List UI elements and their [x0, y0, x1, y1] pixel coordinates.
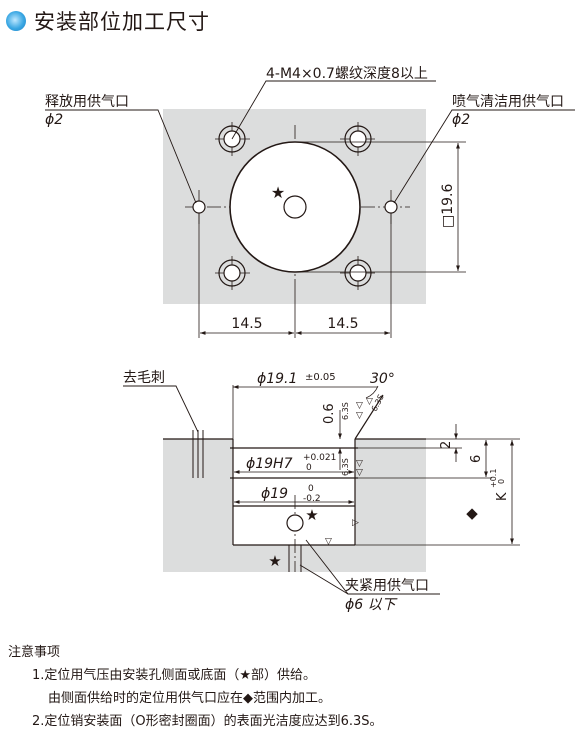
- notes-block: 注意事项 1.定位用气压由安装孔侧面或底面（★部）供给。 由侧面供给时的定位用供…: [8, 641, 383, 733]
- release-port-label: 释放用供气口: [45, 94, 129, 110]
- finish-a-symbol: ▽: [356, 411, 363, 421]
- star-mark: ★: [271, 183, 285, 202]
- dim-6: 6: [469, 455, 484, 463]
- note-item-2: 2.定位销安装面（O形密封圈面）的表面光洁度应达到6.3S。: [32, 714, 383, 729]
- bore-outline: [163, 394, 426, 546]
- release-port-leader: [45, 109, 197, 204]
- angle-arc: [365, 385, 379, 399]
- section-star-bottom: ★: [268, 552, 281, 570]
- bore-tol: ±0.05: [305, 372, 336, 383]
- note-item-1: 1.定位用气压由安装孔侧面或底面（★部）供给。: [32, 668, 317, 683]
- thread-hole: [218, 259, 246, 287]
- release-port-dia: ϕ2: [45, 112, 63, 128]
- finish-c: 6.3S: [341, 458, 350, 476]
- chamfer-angle: 30°: [370, 371, 395, 387]
- fit-tol-lower: 0: [306, 463, 312, 473]
- deburr-leader: [123, 385, 199, 433]
- drawing-canvas: ★ 4-M4×0.7螺纹深度8以上 释放用供气口 ϕ2 喷气清洁用供气口 ϕ2 …: [45, 66, 575, 613]
- thread-leader: [231, 80, 436, 140]
- page-title: 安装部位加工尺寸: [34, 10, 210, 34]
- finish-c-symbol: ▽: [356, 459, 363, 469]
- title-bullet-icon: [6, 11, 26, 31]
- bore-dia: ϕ19.1: [257, 371, 297, 387]
- notes-heading: 注意事项: [8, 645, 61, 660]
- section-material: [163, 439, 426, 572]
- depth-06: 0.6: [322, 403, 337, 424]
- thread-label: 4-M4×0.7螺纹深度8以上: [266, 66, 428, 82]
- note-item-1-sub: 由侧面供给时的定位用供气口应在◆范围内加工。: [48, 691, 331, 706]
- triangle-mark-right: ▷: [352, 518, 359, 528]
- side-port-hole: [286, 514, 304, 532]
- deburr-label: 去毛刺: [123, 370, 165, 386]
- dim-2: 2: [439, 441, 454, 449]
- blow-port-hole: [384, 200, 398, 214]
- square-dim-lines: [297, 141, 466, 273]
- deburr-hatch: [192, 430, 204, 478]
- blow-port-dia: ϕ2: [452, 112, 470, 128]
- inner-tol-lower: -0.2: [303, 494, 321, 504]
- thread-hole: [344, 259, 372, 287]
- finish-a: 6.3S: [341, 402, 350, 420]
- dim-right: 14.5: [327, 316, 358, 332]
- right-dim-lines: [355, 424, 520, 546]
- clamp-leader-2: [299, 564, 349, 595]
- clamp-port-pipe: [288, 545, 302, 572]
- fit-dia: ϕ19H7: [246, 456, 293, 472]
- inner-tol-upper: 0: [308, 484, 314, 494]
- dim-k: K: [495, 492, 510, 501]
- center-hole: [283, 195, 307, 219]
- finish-c-symbol: ▽: [356, 468, 363, 478]
- k-tol-upper: +0.1: [489, 469, 498, 488]
- bottom-dim-lines: [198, 213, 392, 338]
- square-dim: □19.6: [440, 184, 456, 228]
- k-tol-lower: 0: [497, 479, 506, 484]
- blow-port-leader: [393, 109, 575, 204]
- triangle-mark-bottom: ▽: [325, 537, 332, 547]
- diamond-mark: ◆: [466, 504, 478, 522]
- blow-port-label: 喷气清洁用供气口: [452, 94, 564, 110]
- fit-tol-upper: +0.021: [303, 453, 336, 463]
- top-view: ★ 4-M4×0.7螺纹深度8以上 释放用供气口 ϕ2 喷气清洁用供气口 ϕ2 …: [45, 66, 575, 338]
- bore-dia-lines: [232, 385, 378, 439]
- inner-dia: ϕ19: [261, 486, 288, 502]
- section-view: ★ ★ ▷ ▽ 去毛刺 ϕ19.1 ±0.05 30° 0.6 6.3S ▽ ▽…: [123, 370, 520, 613]
- section-star-side: ★: [305, 506, 318, 524]
- thread-hole: [344, 125, 372, 153]
- dim-left: 14.5: [231, 316, 262, 332]
- clamp-dia: ϕ6 以下: [345, 597, 398, 613]
- finish-a-symbol: ▽: [356, 401, 363, 411]
- finish-b-symbol: ▽: [366, 397, 373, 407]
- clamp-label: 夹紧用供气口: [345, 578, 429, 594]
- release-port-hole: [192, 200, 206, 214]
- title-row: 安装部位加工尺寸: [6, 7, 210, 35]
